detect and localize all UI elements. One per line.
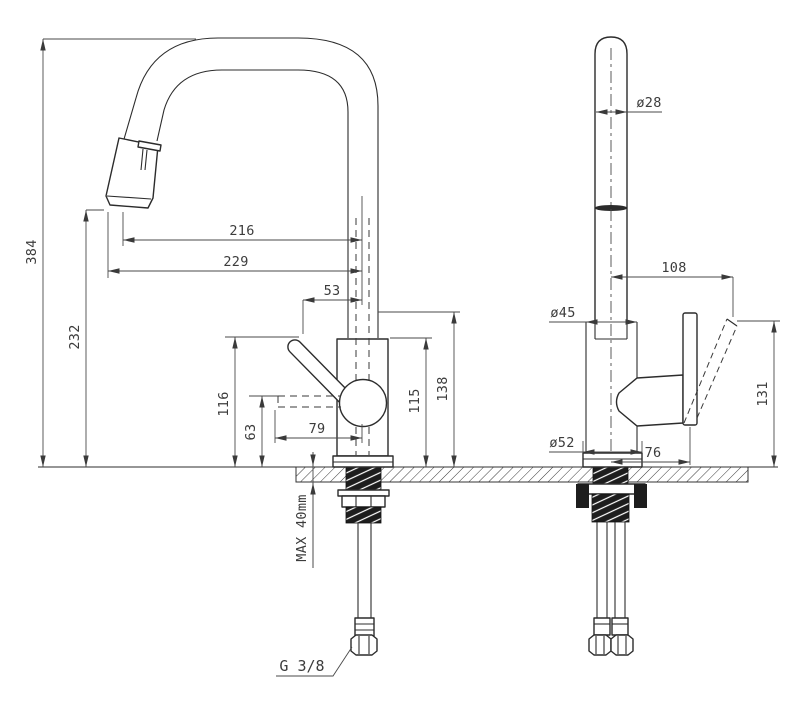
hose-hex-connector	[350, 634, 378, 656]
countertop	[38, 466, 778, 483]
front-view: 384 232 216 229 53 116 63 79	[24, 37, 460, 656]
spray-head-clip	[137, 140, 162, 152]
dim-reach-inner-label: 216	[229, 223, 254, 239]
side-riser	[594, 36, 628, 464]
base-flange	[582, 452, 643, 468]
spray-head-button-groove	[140, 148, 144, 171]
dim-handle-top-offset-label: 108	[661, 260, 686, 276]
front-spout	[121, 37, 379, 338]
dim-body-height-label: 115	[407, 388, 423, 413]
g38-leader-line	[276, 646, 353, 677]
washer-plate	[337, 489, 390, 497]
countertop-hatch-band	[295, 466, 749, 483]
side-dimensions: ø28 108 ø45 ø52 76 131	[549, 95, 780, 467]
hose-hex-connector	[610, 634, 634, 656]
dim-handle-height-label: 116	[216, 391, 232, 416]
dim-spray-height-label: 232	[67, 324, 83, 349]
side-handle-vertical	[682, 312, 698, 426]
front-dimensions: 384 232 216 229 53 116 63 79	[24, 38, 460, 467]
dim-spout-diameter-label: ø28	[636, 95, 661, 111]
bracket-claw	[634, 484, 647, 508]
dim-riser-height-label: 138	[435, 376, 451, 401]
mounting-nut	[341, 495, 386, 508]
side-body	[582, 312, 738, 468]
hose-hex-connector	[588, 634, 612, 656]
riser-joint-ring	[594, 205, 628, 211]
dim-handle-top-height-label: 131	[755, 381, 771, 406]
threaded-shank-lower	[345, 506, 382, 524]
spout-inner-curve	[156, 69, 349, 338]
dim-inlet-height-label: 63	[243, 424, 259, 441]
bracket-claw	[576, 484, 589, 508]
hose-collar	[593, 617, 611, 636]
dim-body-diameter-label: ø45	[550, 305, 575, 321]
side-handle-tilted-phantom	[683, 318, 738, 424]
annotations: MAX 40mm G 3/8	[276, 452, 353, 677]
dim-reach-outer-label: 229	[223, 254, 248, 270]
side-view: ø28 108 ø45 ø52 76 131	[549, 36, 780, 656]
spray-head	[105, 137, 162, 209]
spout-outer-curve	[121, 37, 379, 338]
dim-handle-to-spout-label: 53	[324, 283, 341, 299]
handle-hub	[615, 374, 684, 427]
spray-head-seam	[106, 195, 152, 200]
front-mounting-hardware	[337, 466, 390, 656]
dim-handle-reach-label: 79	[309, 421, 326, 437]
hose-collar	[611, 617, 629, 636]
hose-collar	[354, 617, 375, 637]
ball-joint	[338, 378, 388, 428]
max-thickness-label: MAX 40mm	[294, 494, 310, 561]
dim-overall-height-label: 384	[24, 239, 40, 264]
spray-head-button-groove	[144, 149, 148, 171]
phantom-handle-cap	[726, 318, 738, 327]
dim-base-diameter-label: ø52	[549, 435, 574, 451]
supply-thread-label: G 3/8	[279, 657, 324, 675]
front-body	[277, 218, 394, 468]
side-mounting-hardware	[576, 466, 647, 656]
threaded-shank-upper	[345, 466, 382, 491]
threaded-shank-lower	[591, 493, 630, 523]
dim-handle-bottom-offset-label: 76	[645, 445, 662, 461]
